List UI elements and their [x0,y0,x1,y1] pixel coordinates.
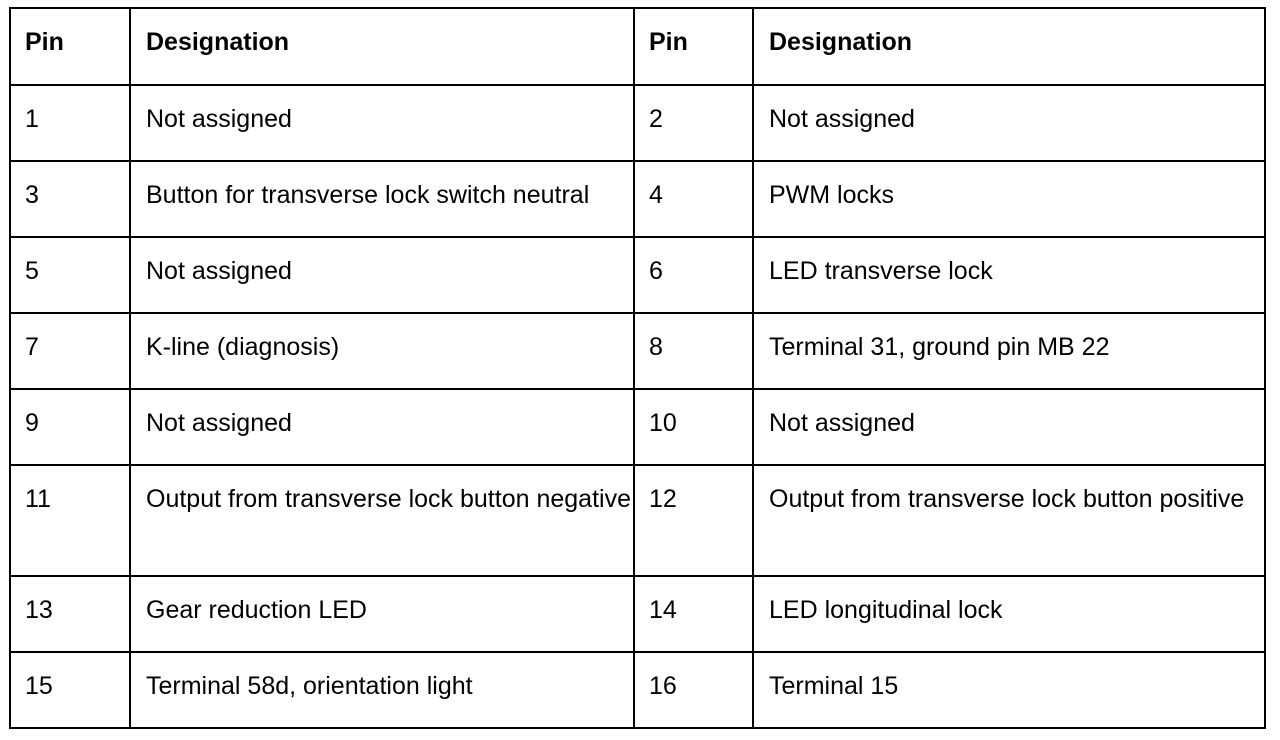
pin-number: 2 [633,84,754,162]
pin-designation: Not assigned [129,236,635,314]
pin-designation: Terminal 58d, orientation light [129,651,635,729]
pin-number: 9 [9,388,131,466]
pin-assignment-table: Pin Designation Pin Designation 1 Not as… [9,7,1266,729]
pin-number: 1 [9,84,131,162]
table-row: 11 Output from transverse lock button ne… [9,464,1266,577]
pin-designation: Not assigned [129,388,635,466]
header-pin-right: Pin [633,7,754,86]
table-row: 7 K-line (diagnosis) 8 Terminal 31, grou… [9,312,1266,390]
pin-designation: K-line (diagnosis) [129,312,635,390]
pin-number: 11 [9,464,131,577]
pin-number: 6 [633,236,754,314]
pin-number: 10 [633,388,754,466]
pin-designation: PWM locks [752,160,1266,238]
pin-designation: LED transverse lock [752,236,1266,314]
table-row: 5 Not assigned 6 LED transverse lock [9,236,1266,314]
pin-designation: Not assigned [752,388,1266,466]
pin-number: 13 [9,575,131,653]
pin-designation: Not assigned [129,84,635,162]
pin-designation: Output from transverse lock button negat… [129,464,635,577]
table-header-row: Pin Designation Pin Designation [9,7,1266,86]
table-row: 15 Terminal 58d, orientation light 16 Te… [9,651,1266,729]
pin-designation: Button for transverse lock switch neutra… [129,160,635,238]
pin-designation: Not assigned [752,84,1266,162]
pin-number: 8 [633,312,754,390]
pin-designation: Terminal 15 [752,651,1266,729]
pin-designation: LED longitudinal lock [752,575,1266,653]
pin-designation: Terminal 31, ground pin MB 22 [752,312,1266,390]
table-row: 3 Button for transverse lock switch neut… [9,160,1266,238]
pin-designation: Gear reduction LED [129,575,635,653]
pin-number: 5 [9,236,131,314]
pin-designation: Output from transverse lock button posit… [752,464,1266,577]
pin-number: 7 [9,312,131,390]
pin-number: 3 [9,160,131,238]
pin-number: 4 [633,160,754,238]
table-row: 1 Not assigned 2 Not assigned [9,84,1266,162]
table-row: 9 Not assigned 10 Not assigned [9,388,1266,466]
header-designation-left: Designation [129,7,635,86]
pin-number: 15 [9,651,131,729]
pin-number: 16 [633,651,754,729]
table-row: 13 Gear reduction LED 14 LED longitudina… [9,575,1266,653]
header-pin-left: Pin [9,7,131,86]
header-designation-right: Designation [752,7,1266,86]
pin-number: 14 [633,575,754,653]
pin-number: 12 [633,464,754,577]
